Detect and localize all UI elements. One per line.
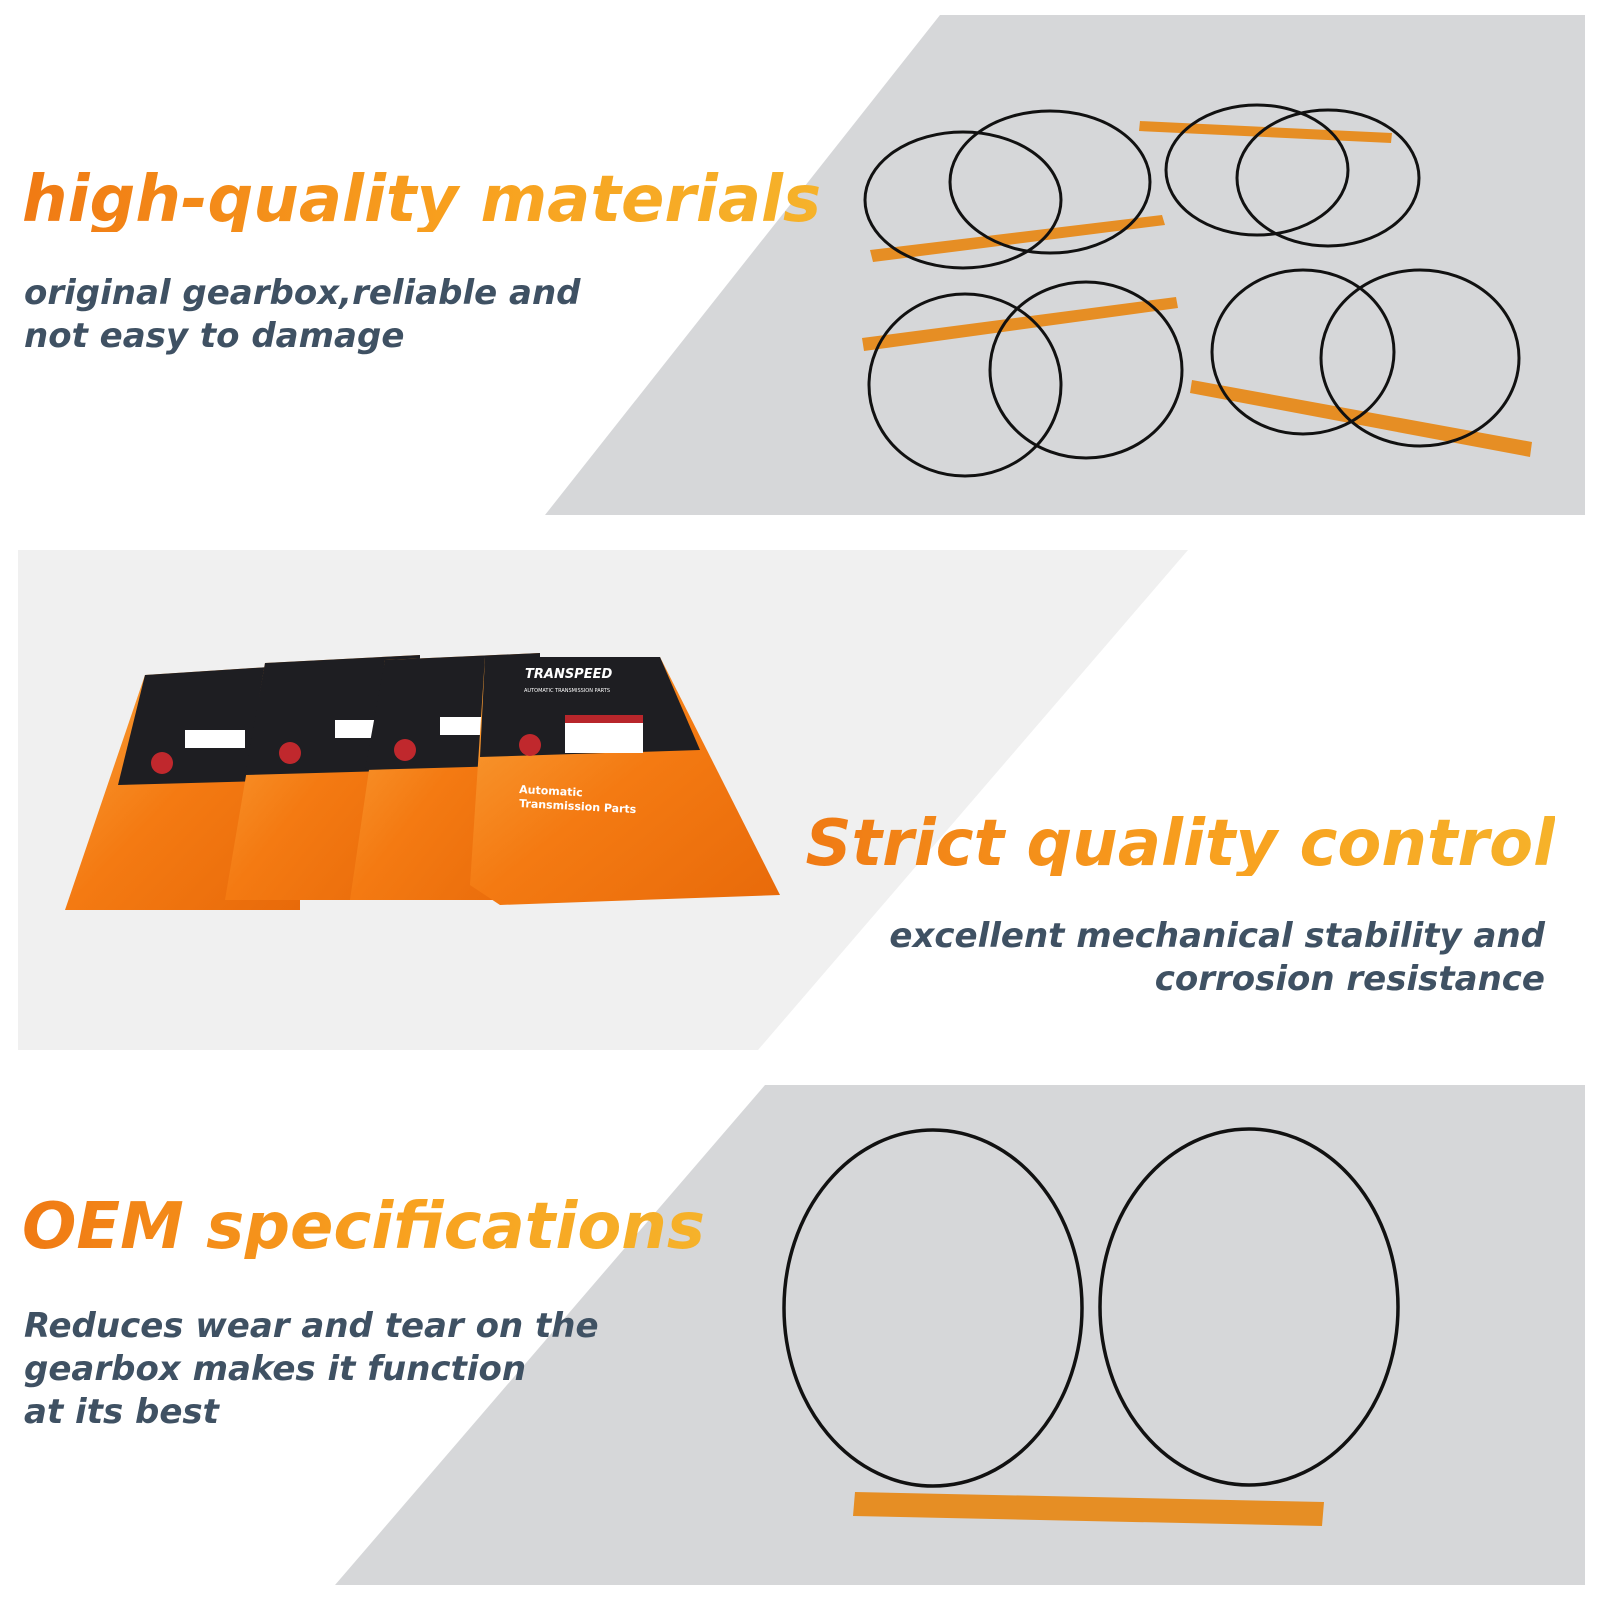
product-photo-oem-rings <box>335 1085 1585 1585</box>
tape-strip <box>1139 121 1392 143</box>
o-ring <box>1164 103 1350 237</box>
tape-strip <box>853 1492 1324 1526</box>
o-ring <box>1098 1127 1400 1487</box>
feature-title: high-quality materials <box>22 163 822 237</box>
brand-logo-text: TRANSPEED <box>525 667 612 682</box>
o-ring <box>1319 268 1521 448</box>
product-line-text: Automatic <box>519 783 583 799</box>
o-ring <box>948 109 1152 255</box>
feature-description: original gearbox,reliable and not easy t… <box>24 272 581 358</box>
o-ring <box>863 130 1063 270</box>
brand-tagline: AUTOMATIC TRANSMISSION PARTS <box>524 688 610 694</box>
packaging-bag-front: TRANSPEED AUTOMATIC TRANSMISSION PARTS A… <box>470 657 780 905</box>
gray-backdrop <box>545 15 1585 515</box>
o-ring <box>782 1128 1084 1488</box>
o-ring <box>1210 268 1396 436</box>
feature-description: excellent mechanical stability and corro… <box>889 915 1545 1001</box>
tape-strip <box>862 297 1178 351</box>
description-line: not easy to damage <box>24 316 405 356</box>
product-photo-packaging: TRANSPEED AUTOMATIC TRANSMISSION PARTS A… <box>18 550 1188 1050</box>
o-ring <box>1235 108 1421 248</box>
tape-strip <box>870 215 1165 262</box>
gray-backdrop <box>335 1085 1585 1585</box>
feature-panel-quality-control: TRANSPEED AUTOMATIC TRANSMISSION PARTS A… <box>0 545 1600 1065</box>
description-line: original gearbox,reliable and <box>24 273 581 313</box>
description-line: Reduces wear and tear on the <box>24 1306 599 1346</box>
feature-panel-oem: OEM specifications Reduces wear and tear… <box>0 1080 1600 1600</box>
description-line: gearbox makes it function <box>24 1349 527 1389</box>
product-photo-rings <box>545 15 1585 515</box>
tape-strip <box>1190 380 1532 457</box>
description-line: at its best <box>24 1392 219 1432</box>
feature-title: Strict quality control <box>805 807 1555 881</box>
product-line-text: Transmission Parts <box>519 797 637 816</box>
feature-description: Reduces wear and tear on the gearbox mak… <box>24 1305 599 1434</box>
feature-panel-materials: high-quality materials original gearbox,… <box>0 0 1600 530</box>
o-ring <box>988 280 1184 460</box>
o-ring <box>867 292 1063 478</box>
feature-title: OEM specifications <box>22 1190 705 1264</box>
description-line: excellent mechanical stability and <box>889 916 1545 956</box>
description-line: corrosion resistance <box>1154 959 1545 999</box>
